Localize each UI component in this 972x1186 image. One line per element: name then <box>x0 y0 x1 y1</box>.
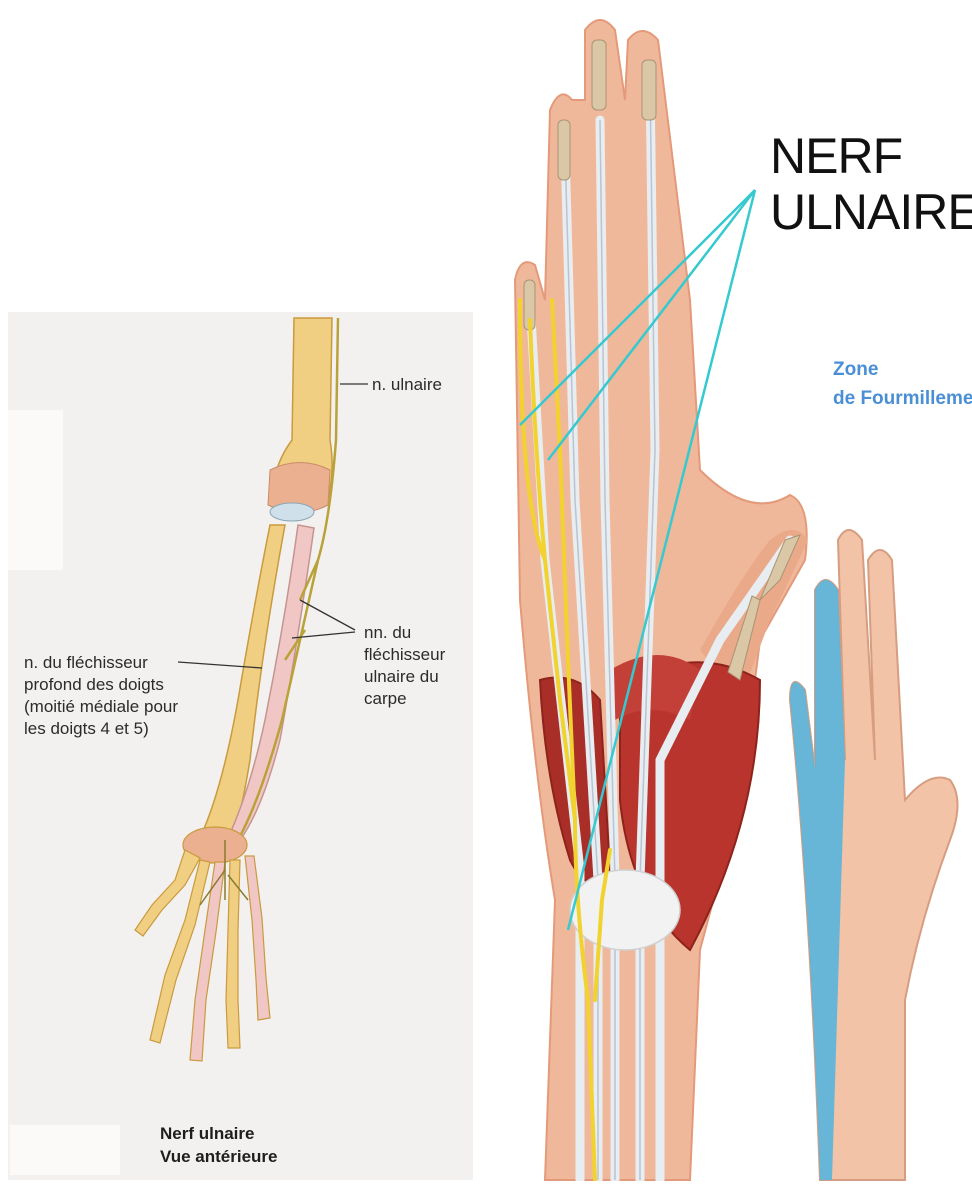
nerve-title: NERF ULNAIRE <box>770 128 972 240</box>
label-ulnar-nerve: n. ulnaire <box>372 374 442 396</box>
zone-label: Zone de Fourmillement <box>833 355 972 413</box>
label-fds-nerve: n. du fléchisseur profond des doigts (mo… <box>24 652 178 740</box>
label-fcu-nerves: nn. du fléchisseur ulnaire du carpe <box>364 622 445 710</box>
figure-caption: Nerf ulnaire Vue antérieure <box>160 1122 277 1168</box>
